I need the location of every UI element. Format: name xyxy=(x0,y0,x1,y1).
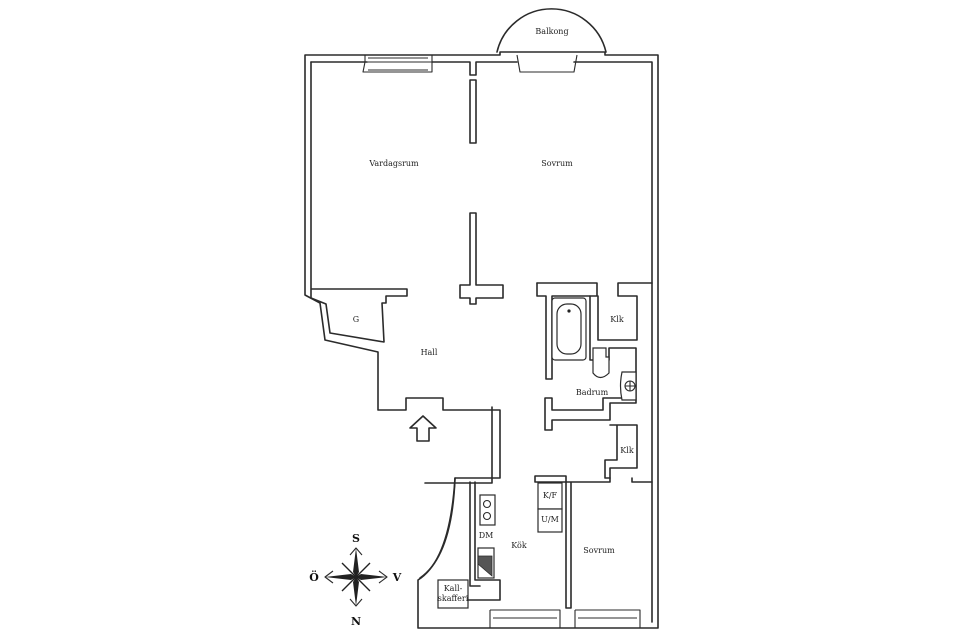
compass-point-n xyxy=(353,577,359,606)
compass-label-s: S xyxy=(352,532,360,545)
label-kf: K/F xyxy=(543,491,558,500)
bathtub xyxy=(551,297,587,361)
label-badrum: Badrum xyxy=(576,388,609,397)
label-dm: DM xyxy=(479,531,494,540)
balcony-arc xyxy=(496,8,607,53)
kitchen-door-arc xyxy=(419,477,456,579)
label-kallskafferi-line-1: Kall- xyxy=(444,584,463,593)
label-sovrum-2: Sovrum xyxy=(583,546,615,555)
label-hall: Hall xyxy=(421,348,438,357)
label-sovrum-1: Sovrum xyxy=(541,159,573,168)
windows xyxy=(362,54,641,628)
sink xyxy=(619,371,637,401)
label-um: U/M xyxy=(541,515,559,524)
toilet xyxy=(592,347,610,379)
label-kok: Kök xyxy=(511,541,527,550)
label-kallskafferi-line-2: skafferi xyxy=(438,594,469,603)
compass-point-s xyxy=(353,548,359,577)
label-g: G xyxy=(353,315,359,324)
compass-point-o xyxy=(325,574,356,580)
compass-label-o: Ö xyxy=(309,570,319,584)
kitchen-appliances xyxy=(437,482,563,609)
label-balkong: Balkong xyxy=(535,27,568,36)
entrance-arrow-icon xyxy=(409,415,437,442)
compass-label-n: N xyxy=(351,615,361,628)
compass-rose: S N Ö V xyxy=(309,532,402,628)
label-vardagsrum: Vardagsrum xyxy=(368,159,419,168)
label-klk-1: Klk xyxy=(610,315,624,324)
compass-point-v xyxy=(356,574,387,580)
compass-label-v: V xyxy=(392,571,402,584)
interior-walls xyxy=(437,79,653,609)
label-klk-2: Klk xyxy=(620,446,634,455)
